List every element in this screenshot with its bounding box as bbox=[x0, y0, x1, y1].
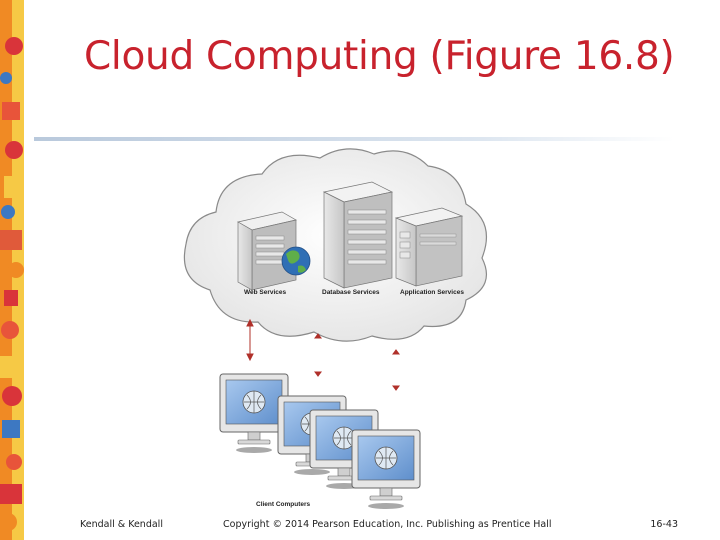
application-server-icon bbox=[394, 207, 464, 287]
footer-author: Kendall & Kendall bbox=[80, 519, 163, 530]
web-server-icon bbox=[237, 211, 297, 291]
footer-copyright: Copyright © 2014 Pearson Education, Inc.… bbox=[223, 519, 552, 530]
globe-icon bbox=[281, 246, 311, 276]
web-services-label: Web Services bbox=[244, 289, 287, 296]
database-services-label: Database Services bbox=[322, 289, 380, 296]
slide-title: Cloud Computing (Figure 16.8) bbox=[84, 34, 675, 79]
application-services-label: Application Services bbox=[400, 289, 464, 296]
decorative-left-strip bbox=[0, 0, 24, 540]
database-server-icon bbox=[322, 181, 394, 289]
client-monitor-4 bbox=[351, 429, 421, 510]
client-computers-label: Client Computers bbox=[256, 501, 311, 508]
connection-arrows bbox=[246, 318, 400, 391]
cloud-computing-diagram: Web Services Database Services Applicati… bbox=[183, 148, 488, 510]
title-divider bbox=[34, 137, 674, 141]
footer-page-number: 16-43 bbox=[650, 519, 678, 530]
